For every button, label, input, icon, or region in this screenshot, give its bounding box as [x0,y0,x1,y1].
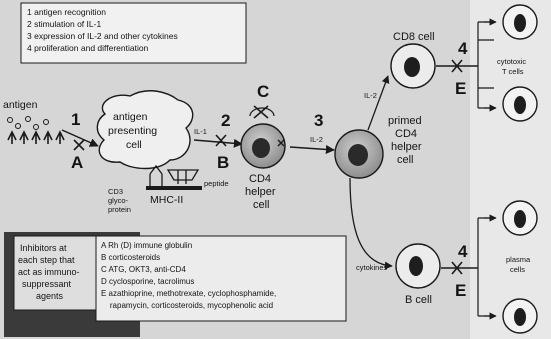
step-legend-3: 3 expression of IL-2 and other cytokines [27,31,178,41]
il2-label-a: IL-2 [310,135,323,144]
step-3-marker: 3 [314,111,323,130]
step-1-marker: 1 [71,110,80,129]
right-panel [470,0,551,339]
b-cell-nucleus [409,256,423,276]
marker-b: B [217,153,229,172]
cytotoxic-nucleus-2 [514,96,526,114]
primed-label-line2: CD4 [395,128,417,140]
cd3-label-line2: glyco- [108,196,129,205]
cytotoxic-label-line1: cytotoxic [497,57,526,66]
inhibitor-b: B corticosteroids [101,253,160,262]
inhibitors-intro-line1: Inhibitors at [20,243,67,253]
bcell-label: B cell [405,294,432,306]
cytotoxic-label-line2: T cells [502,67,524,76]
cd8-label: CD8 cell [393,31,435,43]
cd8-nucleus [404,57,420,77]
cytokines-label: cytokines [356,263,388,272]
cd3-label-line1: CD3 [108,187,123,196]
cd4-label-line3: cell [253,199,270,211]
inhibitor-c: C ATG, OKT3, anti-CD4 [101,265,186,274]
primed-label-line1: primed [388,115,422,127]
cytotoxic-nucleus-1 [514,14,526,32]
peptide-label: peptide [204,179,229,188]
step-legend-4: 4 proliferation and differentiation [27,43,149,53]
marker-e-bottom: E [455,281,466,300]
cd4-nucleus [252,138,270,158]
marker-c: C [257,82,269,101]
cd4-label-line1: CD4 [249,173,271,185]
cd3-label-line3: protein [108,205,131,214]
step-legend-1: 1 antigen recognition [27,7,106,17]
membrane-line [146,186,202,190]
primed-label-line4: cell [397,154,414,166]
mhc-label: MHC-II [150,194,183,206]
step-4-bottom-marker: 4 [458,242,468,261]
apc-label-line3: cell [126,139,142,151]
inhibitor-e-line2: rapamycin, corticosteroids, mycophenolic… [101,301,273,310]
marker-a: A [71,153,83,172]
plasma-nucleus-2 [514,308,526,326]
il2-label-b: IL-2 [364,91,377,100]
antigen-presenting-cell: antigen presenting cell [97,91,192,169]
marker-e-top: E [455,79,466,98]
inhibitors-box: Inhibitors at each step that act as immu… [4,232,346,337]
inhibitors-intro-line4: suppressant [22,279,72,289]
step-legend-2: 2 stimulation of IL-1 [27,19,101,29]
inhibitor-a: A Rh (D) immune globulin [101,241,192,250]
primed-label-line3: helper [391,141,422,153]
apc-label-line2: presenting [108,125,157,137]
steps-legend: 1 antigen recognition 2 stimulation of I… [21,3,246,63]
inhibitor-d: D cyclosporine, tacrolimus [101,277,194,286]
cd4-label-line2: helper [245,186,276,198]
inhibitor-e-line1: E azathioprine, methotrexate, cyclophosp… [101,289,276,298]
plasma-label-line1: plasma [506,255,531,264]
inhibitors-intro-line3: act as immuno- [18,267,80,277]
primed-nucleus [348,144,368,166]
step-4-top-marker: 4 [458,39,468,58]
cd8-cell: CD8 cell [391,31,435,88]
inhibitors-intro-line2: each step that [18,255,75,265]
plasma-label-line2: cells [510,265,525,274]
apc-label-line1: antigen [113,111,148,123]
antigen-label: antigen [3,99,38,111]
step-2-marker: 2 [221,111,230,130]
plasma-nucleus-1 [514,210,526,228]
il1-label: IL-1 [194,127,207,136]
inhibitors-intro-line5: agents [36,291,64,301]
